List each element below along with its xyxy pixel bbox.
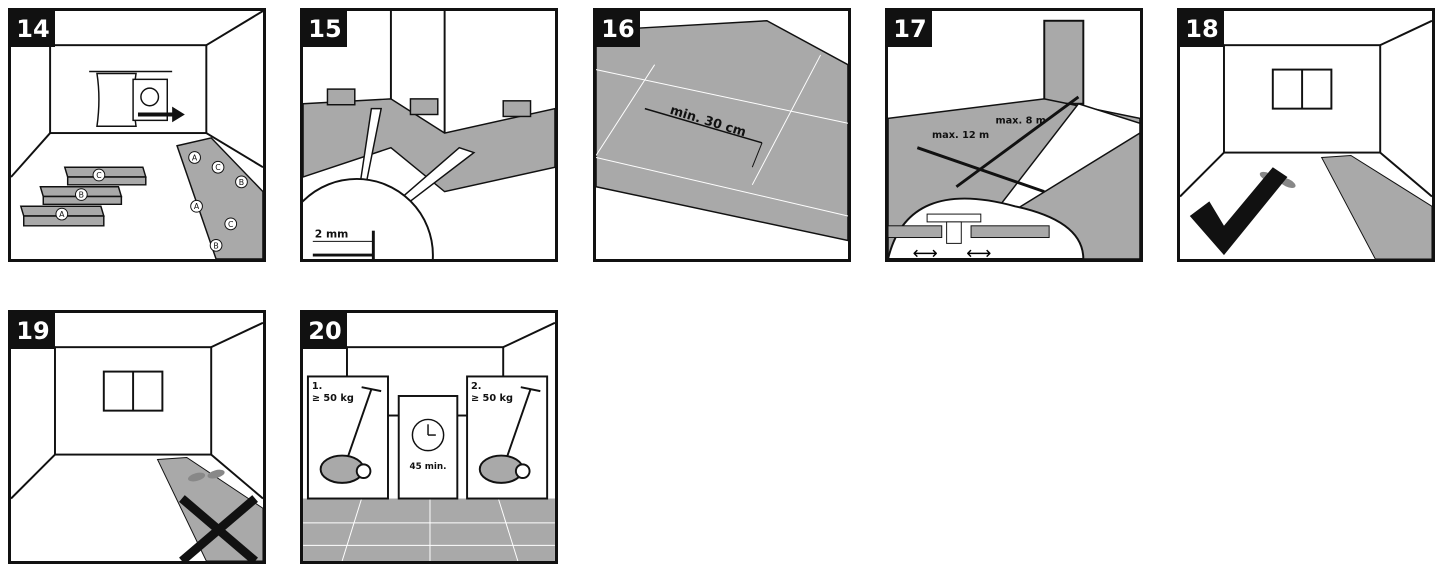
wait-card xyxy=(397,395,459,500)
footprints-icon xyxy=(188,469,225,482)
arrow-right-icon xyxy=(137,106,185,123)
length-label: max. 12 m xyxy=(932,130,989,141)
step-number-15: 15 xyxy=(303,11,347,47)
panel-20-roll-floor: 20 1. ≥ 50 kg 4 xyxy=(300,310,558,564)
step-number-20: 20 xyxy=(303,313,347,349)
wait-label: 45 min. xyxy=(410,462,447,472)
wall-gap-illustration: 2 mm xyxy=(303,11,555,259)
cross-icon xyxy=(179,495,258,561)
panel-19-walk-on-forbidden: 19 xyxy=(8,310,266,564)
plank-offset-illustration: min. 30 cm xyxy=(596,20,848,242)
floor-badge-c2: C xyxy=(228,220,234,229)
plank-stacks xyxy=(19,166,147,227)
floor-badge-b2: B xyxy=(213,241,218,250)
gap-label: 2 mm xyxy=(315,228,349,241)
badge-b: B xyxy=(79,190,84,199)
spacer-blocks xyxy=(326,88,532,118)
step-number-14: 14 xyxy=(11,11,55,47)
width-label: max. 8 m xyxy=(995,115,1045,126)
floor-badge-c: C xyxy=(215,163,221,172)
panel-18-walk-on-ok: 18 xyxy=(1177,8,1435,262)
roller-icon-2 xyxy=(478,386,541,484)
room-check-illustration xyxy=(1180,19,1432,259)
curtain-window-icon xyxy=(89,70,173,127)
step1-weight: ≥ 50 kg xyxy=(312,393,354,404)
floor-dimension-illustration: max. 12 m max. 8 m ⟷ ⟷ xyxy=(888,19,1140,259)
roller-sequence-illustration: 1. ≥ 50 kg 45 min. 2. ≥ 50 kg xyxy=(303,321,555,561)
floor-badge-a2: A xyxy=(194,202,200,211)
checkmark-icon xyxy=(1189,167,1288,256)
step-number-16: 16 xyxy=(596,11,640,47)
step-number-18: 18 xyxy=(1180,11,1224,47)
clock-icon xyxy=(411,418,445,452)
roller-icon-1 xyxy=(319,386,382,484)
panel-14-acclimatize-planks: 14 C B xyxy=(8,8,266,262)
step-number-17: 17 xyxy=(888,11,932,47)
badge-a: A xyxy=(59,210,65,219)
floor-badge-a: A xyxy=(192,153,198,162)
room-cross-illustration xyxy=(11,321,263,561)
step2-label: 2. xyxy=(471,381,482,392)
zoom-circle xyxy=(303,177,434,259)
arrow-double-right-icon: ⟷ xyxy=(966,244,991,259)
panel-16-joint-offset: 16 min. 30 cm xyxy=(593,8,851,262)
step1-label: 1. xyxy=(312,381,323,392)
step2-weight: ≥ 50 kg xyxy=(471,393,513,404)
room-illustration-14: C B A A C B A C B xyxy=(11,11,263,259)
doorway xyxy=(1043,19,1085,105)
panel-15-expansion-gap: 15 2 mm xyxy=(300,8,558,262)
arrow-double-left-icon: ⟷ xyxy=(912,244,937,259)
floor-badge-b: B xyxy=(239,178,244,187)
badge-c: C xyxy=(96,171,102,180)
panel-17-max-dimensions: 17 max. 12 m max. 8 m ⟷ ⟷ xyxy=(885,8,1143,262)
step-number-19: 19 xyxy=(11,313,55,349)
